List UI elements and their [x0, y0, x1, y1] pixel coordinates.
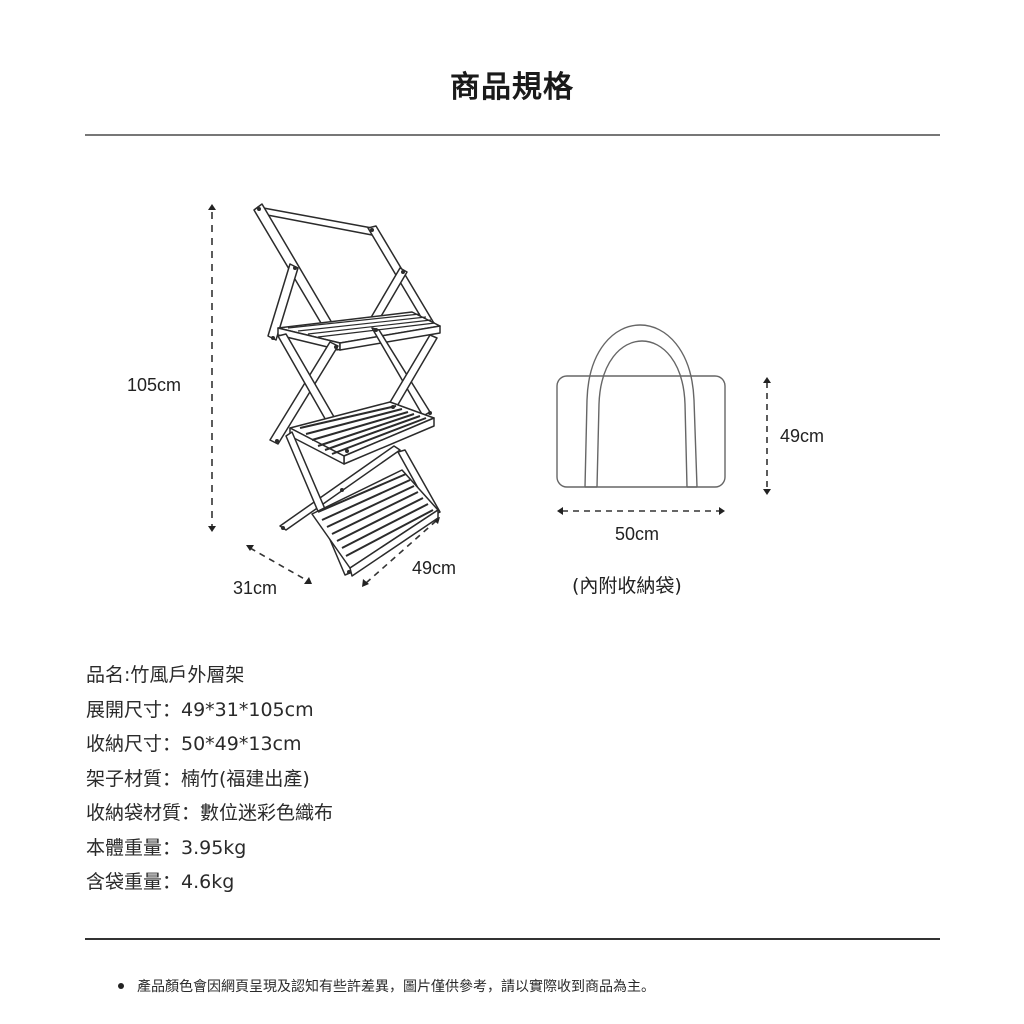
spec-folded-size: 收納尺寸：50*49*13cm: [86, 733, 302, 755]
rack-depth-dimension: [246, 545, 312, 584]
spec-rack-material: 架子材質：楠竹(福建出產): [86, 767, 310, 790]
spec-unfolded-size: 展開尺寸：49*31*105cm: [86, 698, 314, 721]
rack-width-label: 49cm: [412, 558, 457, 578]
spec-weight-with-bag: 含袋重量：4.6kg: [86, 871, 235, 893]
bag-height-label: 49cm: [780, 426, 825, 446]
disclaimer-text: 產品顏色會因網頁呈現及認知有些許差異，圖片僅供參考，請以實際收到商品為主。: [137, 979, 655, 995]
storage-bag-drawing: [556, 324, 726, 488]
rack-height-label: 105cm: [127, 375, 182, 395]
product-illustration: 105cm 31cm 49cm 49cm 50cm (內附收納袋): [0, 180, 1024, 630]
bottom-divider: [85, 938, 940, 940]
bag-width-label: 50cm: [615, 524, 660, 544]
top-divider: [85, 134, 940, 136]
bag-height-dimension: [763, 377, 771, 495]
spec-list: 品名:竹風戶外層架 展開尺寸：49*31*105cm 收納尺寸：50*49*13…: [86, 658, 333, 900]
spec-bag-material: 收納袋材質：數位迷彩色織布: [86, 802, 334, 824]
disclaimer-note: 產品顏色會因網頁呈現及認知有些許差異，圖片僅供參考，請以實際收到商品為主。: [118, 976, 655, 996]
spec-body-weight: 本體重量：3.95kg: [86, 836, 247, 859]
rack-frame: [253, 203, 441, 577]
page-title: 商品規格: [450, 70, 574, 105]
rack-height-dimension: [208, 204, 216, 532]
bullet-icon: [118, 983, 124, 989]
folding-rack-drawing: [208, 203, 771, 587]
rack-depth-label: 31cm: [233, 578, 278, 598]
spec-product-name: 品名:竹風戶外層架: [86, 664, 245, 686]
bag-caption: (內附收納袋): [572, 575, 682, 597]
bag-width-dimension: [557, 507, 725, 515]
